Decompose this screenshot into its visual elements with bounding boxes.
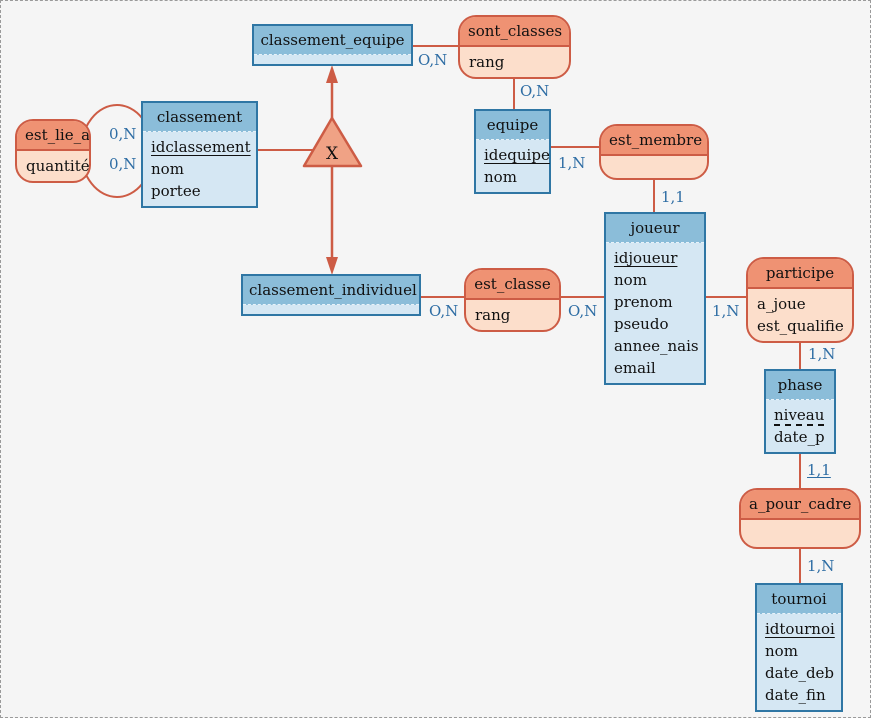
inheritance-symbol: X (326, 144, 339, 164)
relation-title: est_lie_a (17, 121, 89, 151)
attribute-identifier: idtournoi (765, 620, 835, 638)
relation-title: est_membre (601, 126, 707, 156)
relation-attributes: a_joue est_qualifie (748, 289, 852, 341)
relation-title: participe (748, 259, 852, 289)
attribute: rang (469, 53, 505, 71)
inheritance-arrow-down-head (326, 257, 338, 275)
entity-title: joueur (606, 214, 704, 243)
entity-attributes: niveau date_p (766, 400, 834, 452)
attribute: prenom (614, 293, 673, 311)
attribute: quantité (26, 157, 90, 175)
entity-phase: phase niveau date_p (764, 369, 836, 454)
entity-title: classement_equipe (254, 26, 411, 55)
attribute: pseudo (614, 315, 669, 333)
inheritance-triangle (302, 116, 363, 168)
cardinality-label: 1,N (807, 557, 835, 575)
entity-classement-individuel: classement_individuel (241, 274, 421, 316)
relation-est-classe: est_classe rang (464, 268, 561, 332)
cardinality-label: 0,N (109, 125, 137, 143)
relation-attributes (601, 156, 707, 178)
relation-a-pour-cadre: a_pour_cadre (739, 488, 861, 549)
entity-attributes: idequipe nom (476, 140, 550, 192)
cardinality-label: O,N (429, 302, 459, 320)
entity-title: classement (143, 103, 256, 132)
attribute: est_qualifie (757, 317, 844, 335)
relation-sont-classes: sont_classes rang (458, 15, 571, 79)
attribute: nom (614, 271, 647, 289)
entity-title: tournoi (757, 585, 841, 614)
attribute: rang (475, 306, 511, 324)
attribute-identifier: idjoueur (614, 249, 678, 267)
relation-est-lie-a: est_lie_a quantité (15, 119, 91, 183)
cardinality-label: 0,N (109, 155, 137, 173)
cardinality-label: 1,N (808, 345, 836, 363)
attribute: email (614, 359, 656, 377)
attribute-weak-identifier: niveau (774, 406, 825, 424)
attribute: nom (765, 642, 798, 660)
attribute: portee (151, 182, 201, 200)
attribute: nom (151, 160, 184, 178)
entity-classement-equipe: classement_equipe (252, 24, 413, 66)
attribute: nom (484, 168, 517, 186)
relation-attributes: rang (466, 300, 559, 330)
relation-est-membre: est_membre (599, 124, 709, 180)
attribute: a_joue (757, 295, 806, 313)
entity-attributes: idjoueur nom prenom pseudo annee_nais em… (606, 243, 704, 383)
relation-attributes: quantité (17, 151, 89, 181)
cardinality-label: 1,1 (661, 188, 685, 206)
entity-attributes: idclassement nom portee (143, 132, 256, 206)
attribute: date_p (774, 428, 825, 446)
attribute-identifier: idequipe (484, 146, 550, 164)
cardinality-label: 1,1 (807, 461, 831, 479)
attribute: annee_nais (614, 337, 699, 355)
cardinality-label: O,N (520, 82, 550, 100)
relation-attributes: rang (460, 47, 569, 77)
entity-joueur: joueur idjoueur nom prenom pseudo annee_… (604, 212, 706, 385)
relation-title: est_classe (466, 270, 559, 300)
entity-attributes: idtournoi nom date_deb date_fin (757, 614, 841, 710)
entity-attributes (254, 55, 411, 64)
attribute: date_deb (765, 664, 835, 682)
entity-attributes (243, 305, 419, 314)
entity-title: classement_individuel (243, 276, 419, 305)
relation-participe: participe a_joue est_qualifie (746, 257, 854, 343)
attribute: date_fin (765, 686, 826, 704)
entity-title: equipe (476, 111, 549, 140)
attribute-identifier: idclassement (151, 138, 251, 156)
entity-title: phase (766, 371, 834, 400)
entity-tournoi: tournoi idtournoi nom date_deb date_fin (755, 583, 843, 712)
cardinality-label: 1,N (558, 154, 586, 172)
inheritance-arrow-up-head (326, 65, 338, 83)
relation-attributes (741, 520, 859, 547)
entity-equipe: equipe idequipe nom (474, 109, 551, 194)
relation-title: a_pour_cadre (741, 490, 859, 520)
relation-title: sont_classes (460, 17, 569, 47)
cardinality-label: 1,N (712, 302, 740, 320)
cardinality-label: O,N (418, 51, 448, 69)
cardinality-label: O,N (568, 302, 598, 320)
entity-classement: classement idclassement nom portee (141, 101, 258, 208)
